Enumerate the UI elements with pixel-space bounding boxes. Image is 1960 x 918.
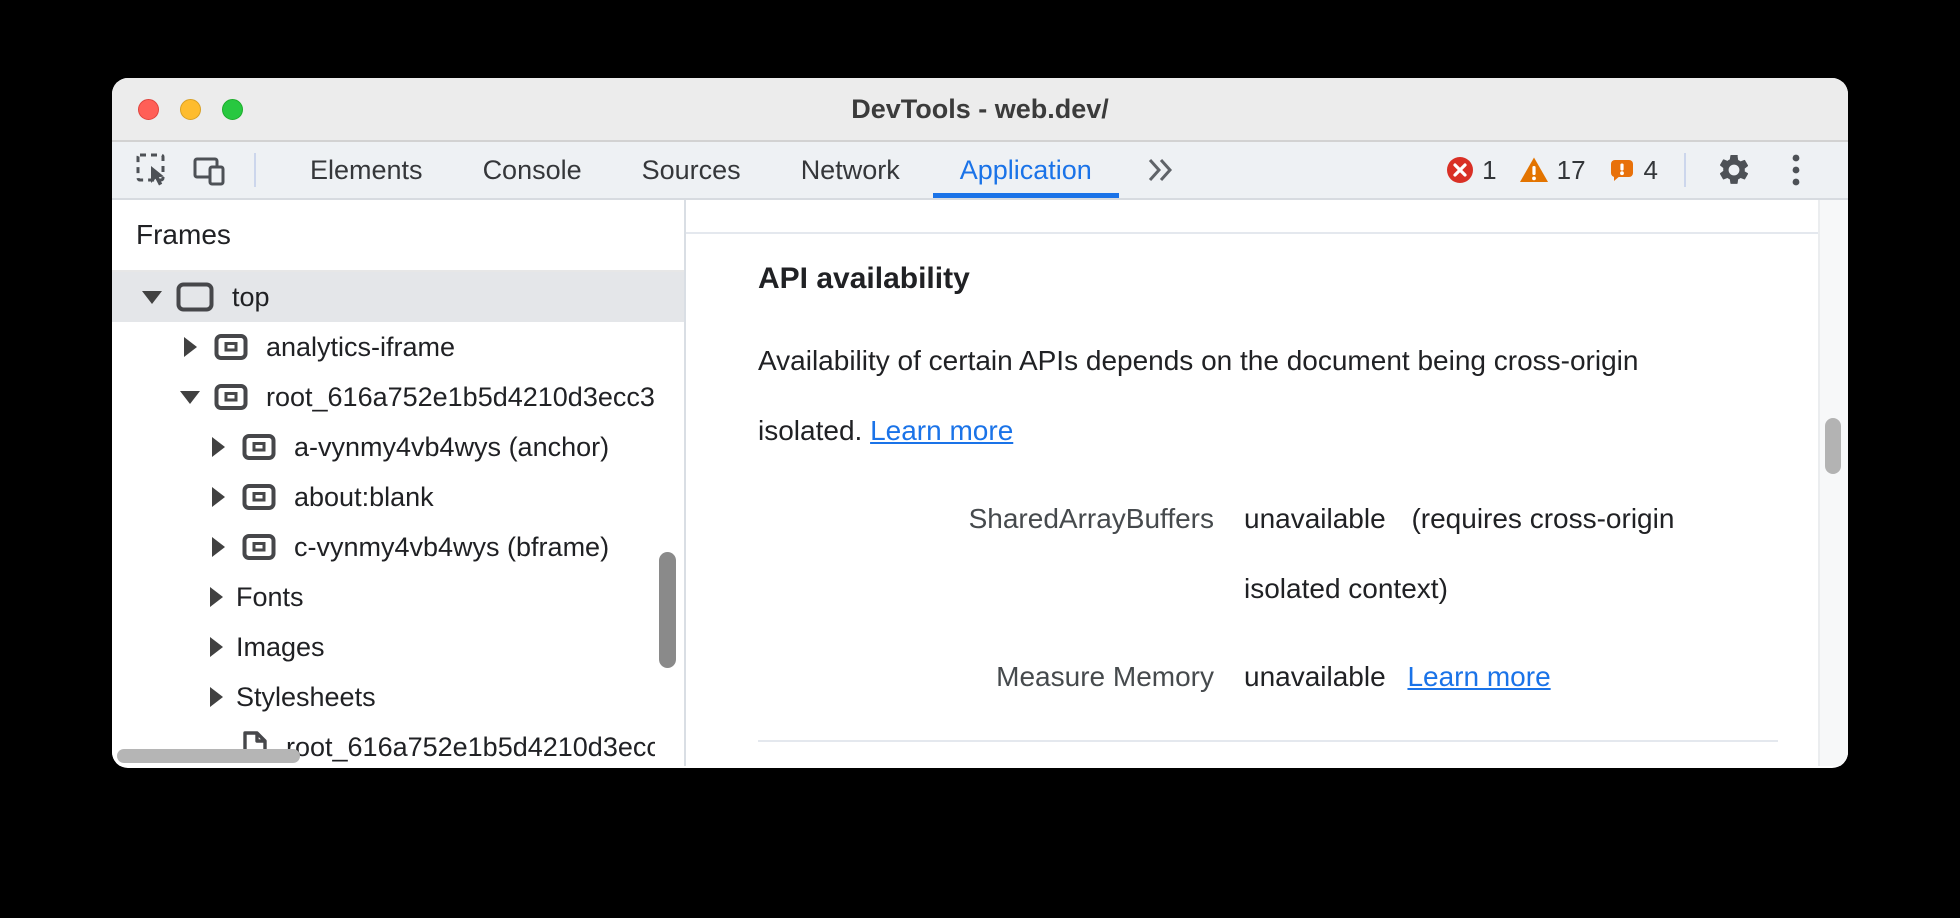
tree-item-root-document[interactable]: root_616a752e1b5d4210d3ecc386a3 xyxy=(112,722,655,766)
status-badges: 1 17 4 xyxy=(1446,148,1848,192)
main-vertical-scrollbar[interactable] xyxy=(1825,418,1841,474)
window-title: DevTools - web.dev/ xyxy=(851,93,1109,124)
frames-tree: top analytics-iframe root_616a752e1b5d42… xyxy=(112,272,684,766)
toolbar-separator xyxy=(1684,153,1686,187)
expander-right-icon[interactable] xyxy=(180,337,200,357)
minimize-window-button[interactable] xyxy=(180,98,201,120)
api-availability-table: SharedArrayBuffers unavailable (requires… xyxy=(758,484,1778,712)
application-panel: Frames top analytics-iframe xyxy=(112,200,1848,766)
settings-button[interactable] xyxy=(1712,148,1756,192)
iframe-icon xyxy=(214,333,248,361)
zoom-window-button[interactable] xyxy=(222,98,243,120)
api-name: Measure Memory xyxy=(996,661,1214,692)
customize-devtools-button[interactable] xyxy=(1774,148,1818,192)
expander-down-icon[interactable] xyxy=(142,290,162,304)
titlebar: DevTools - web.dev/ xyxy=(112,78,1848,142)
traffic-lights xyxy=(138,78,243,140)
expander-right-icon[interactable] xyxy=(206,637,226,657)
table-row: SharedArrayBuffers unavailable (requires… xyxy=(758,484,1778,624)
tab-elements[interactable]: Elements xyxy=(310,154,423,185)
expander-right-icon[interactable] xyxy=(208,437,228,457)
expander-right-icon[interactable] xyxy=(206,587,226,607)
issues-badge[interactable]: 4 xyxy=(1608,155,1658,186)
api-status: unavailable Learn more xyxy=(1244,661,1551,692)
tree-item-top[interactable]: top xyxy=(112,272,684,322)
tab-sources[interactable]: Sources xyxy=(641,154,741,185)
sidebar-vertical-scrollbar[interactable] xyxy=(659,552,676,668)
iframe-icon xyxy=(242,533,276,561)
gear-icon xyxy=(1719,154,1749,184)
section-description: Availability of certain APIs depends on … xyxy=(758,326,1778,466)
tree-item-fonts[interactable]: Fonts xyxy=(112,572,655,622)
expander-right-icon[interactable] xyxy=(208,537,228,557)
inspect-cursor-icon xyxy=(136,153,165,186)
frame-details-view: API availability Availability of certain… xyxy=(686,200,1848,766)
tree-item-bframe[interactable]: c-vynmy4vb4wys (bframe) xyxy=(112,522,655,572)
iframe-icon xyxy=(242,483,276,511)
learn-more-link[interactable]: Learn more xyxy=(1407,661,1551,692)
panel-tabs: Elements Console Sources Network Applica… xyxy=(280,142,1122,198)
api-name: SharedArrayBuffers xyxy=(968,503,1214,534)
more-tabs-button[interactable] xyxy=(1146,157,1176,183)
expander-down-icon[interactable] xyxy=(180,390,200,404)
api-availability-section: API availability Availability of certain… xyxy=(686,260,1818,742)
description-line: Availability of certain APIs depends on … xyxy=(758,345,1639,376)
issue-icon xyxy=(1610,160,1633,181)
warning-count: 17 xyxy=(1556,154,1586,185)
error-icon xyxy=(1447,157,1474,183)
application-sidebar: Frames top analytics-iframe xyxy=(112,200,686,766)
expander-right-icon[interactable] xyxy=(206,687,226,707)
table-row: Measure Memory unavailable Learn more xyxy=(758,642,1778,712)
expander-right-icon[interactable] xyxy=(208,487,228,507)
api-status: unavailable (requires cross-origin isola… xyxy=(1244,484,1674,624)
page-frame-icon xyxy=(176,282,214,312)
tree-item-stylesheets[interactable]: Stylesheets xyxy=(112,672,655,722)
double-chevron-icon xyxy=(1148,158,1172,182)
tab-console[interactable]: Console xyxy=(482,154,582,185)
tree-item-images[interactable]: Images xyxy=(112,622,655,672)
toolbar-separator xyxy=(254,153,256,187)
devtools-window: DevTools - web.dev/ Elements Console Sou… xyxy=(112,78,1848,768)
error-count: 1 xyxy=(1482,154,1497,185)
tree-item-anchor-frame[interactable]: a-vynmy4vb4wys (anchor) xyxy=(112,422,655,472)
status-note: isolated context) xyxy=(1244,573,1448,604)
device-toolbar-icon xyxy=(193,157,225,186)
iframe-icon xyxy=(214,383,248,411)
warnings-badge[interactable]: 17 xyxy=(1519,155,1586,186)
tree-item-analytics-iframe[interactable]: analytics-iframe xyxy=(112,322,655,372)
learn-more-link[interactable]: Learn more xyxy=(870,415,1014,446)
section-divider xyxy=(758,740,1778,742)
kebab-menu-icon xyxy=(1792,154,1800,186)
errors-badge[interactable]: 1 xyxy=(1446,154,1497,186)
tree-item-root-frame[interactable]: root_616a752e1b5d4210d3ecc386a3 xyxy=(112,372,655,422)
issue-count: 4 xyxy=(1643,154,1658,185)
tab-application[interactable]: Application xyxy=(930,142,1122,198)
toggle-device-toolbar-button[interactable] xyxy=(188,149,230,191)
description-line: isolated. Learn more xyxy=(758,415,1014,446)
close-window-button[interactable] xyxy=(138,98,159,120)
tab-network[interactable]: Network xyxy=(800,154,900,185)
iframe-icon xyxy=(242,433,276,461)
devtools-toolbar: Elements Console Sources Network Applica… xyxy=(112,142,1848,200)
inspect-element-button[interactable] xyxy=(132,149,174,191)
frames-section-header: Frames xyxy=(112,200,684,272)
tree-item-about-blank[interactable]: about:blank xyxy=(112,472,655,522)
sidebar-horizontal-scrollbar[interactable] xyxy=(117,749,300,763)
status-note: (requires cross-origin xyxy=(1411,503,1675,534)
main-scrollbar-track[interactable] xyxy=(1818,200,1848,766)
warning-icon xyxy=(1519,157,1548,182)
section-divider xyxy=(686,232,1818,234)
section-heading: API availability xyxy=(758,262,970,295)
